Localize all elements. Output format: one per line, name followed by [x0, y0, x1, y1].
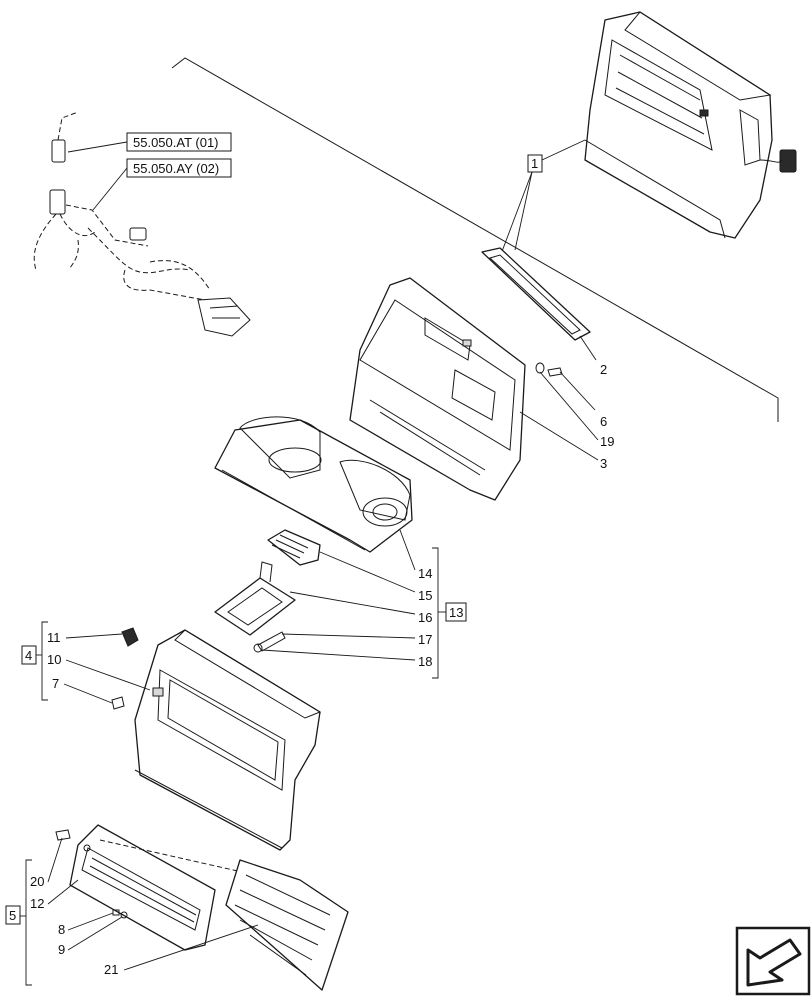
callout-10: 10 [47, 652, 61, 667]
wiring-harness [33, 111, 251, 337]
part-19-washer [535, 362, 545, 374]
callout-8: 8 [58, 922, 65, 937]
callout-15: 15 [418, 588, 432, 603]
part-2-seal-frame [481, 247, 591, 341]
part-8-screw [112, 909, 120, 916]
part-12-heater-core [69, 824, 216, 951]
group-label-5: 5 [5, 859, 32, 986]
part-14-blower-assembly [214, 416, 413, 553]
next-page-arrow-icon[interactable] [735, 926, 811, 996]
part-6-screw [547, 367, 563, 377]
part-16-bracket [214, 561, 296, 636]
callout-21: 21 [104, 962, 118, 977]
part-11-grommet [121, 627, 139, 647]
svg-text:1: 1 [531, 156, 538, 171]
callout-2: 2 [600, 362, 607, 377]
part-20-fitting [55, 829, 71, 841]
svg-text:13: 13 [449, 605, 463, 620]
callout-17: 17 [418, 632, 432, 647]
reference-label-2: 55.050.AY (02) [133, 161, 219, 176]
svg-text:5: 5 [9, 908, 16, 923]
part-3-mid-housing [349, 277, 526, 501]
callout-9: 9 [58, 942, 65, 957]
callout-11: 11 [47, 630, 61, 645]
callout-16: 16 [418, 610, 432, 625]
group-label-1: 1 [497, 139, 586, 263]
assembly-outline [171, 57, 779, 422]
group-label-13: 13 [432, 547, 467, 679]
part-21-filter [225, 859, 349, 991]
callout-20: 20 [30, 874, 44, 889]
callout-18: 18 [418, 654, 432, 669]
part-15-resistor [267, 529, 321, 566]
callouts: 2 6 19 3 14 15 16 17 18 11 10 7 20 12 8 … [30, 335, 614, 977]
svg-text:4: 4 [25, 648, 32, 663]
part-17-bolt [253, 631, 286, 653]
part-9-washer [120, 911, 128, 919]
callout-12: 12 [30, 896, 44, 911]
part-10-lower-housing [134, 629, 322, 851]
callout-7: 7 [52, 676, 59, 691]
reference-box-1[interactable]: 55.050.AT (01) [67, 132, 232, 153]
callout-6: 6 [600, 414, 607, 429]
callout-14: 14 [418, 566, 432, 581]
part-7-clip [111, 696, 125, 710]
callout-3: 3 [600, 456, 607, 471]
callout-19: 19 [600, 434, 614, 449]
group-label-4: 4 [21, 621, 48, 701]
reference-label-1: 55.050.AT (01) [133, 135, 219, 150]
part-1-heater-housing [584, 11, 797, 239]
reference-box-2[interactable]: 55.050.AY (02) [92, 158, 232, 211]
